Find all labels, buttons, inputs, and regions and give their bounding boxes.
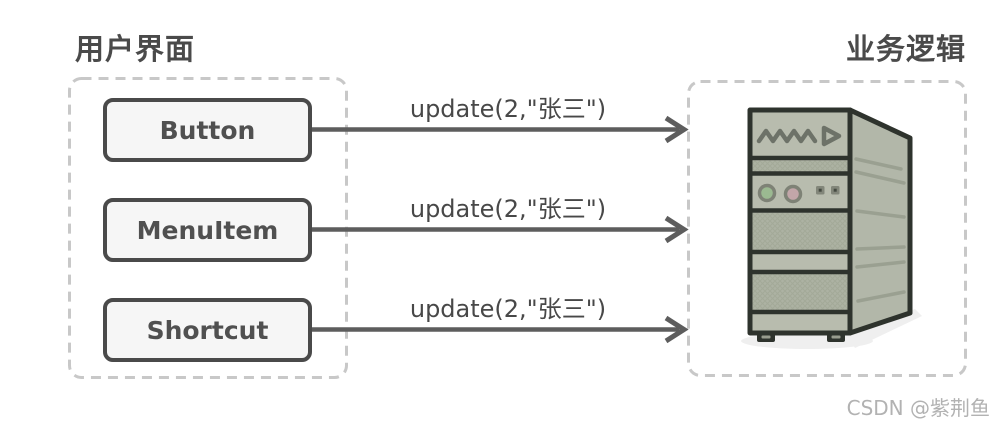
play-triangle-icon xyxy=(821,125,842,147)
arrow-label-update-call: update(2,"张三") xyxy=(409,295,607,323)
server-feet xyxy=(757,332,845,342)
server-switch-buttons xyxy=(816,186,840,195)
ui-panel-title: 用户界面 xyxy=(75,32,196,66)
power-led-green xyxy=(757,183,777,203)
server-vent-strip xyxy=(752,160,848,172)
power-led-pink xyxy=(783,184,803,204)
arrow-button-to-server xyxy=(311,115,689,144)
logic-panel-dashed-border xyxy=(687,80,967,377)
arrow-label-update-call: update(2,"张三") xyxy=(409,195,607,223)
zigzag-signal-icon xyxy=(756,128,818,144)
csdn-watermark: CSDN @紫荆鱼 xyxy=(846,396,990,420)
server-panel-dividers xyxy=(750,155,850,315)
server-drive-bay xyxy=(752,213,848,250)
arrow-head-icon xyxy=(664,315,689,344)
arrow-head-icon xyxy=(664,215,689,244)
logic-panel-title: 业务逻辑 xyxy=(845,32,966,66)
arrow-menuitem-to-server xyxy=(311,215,689,244)
ui-box-menuitem: MenuItem xyxy=(103,198,312,262)
server-tower-icon xyxy=(741,107,922,349)
server-side-vent-lines xyxy=(854,157,906,303)
arrow-label-update-call: update(2,"张三") xyxy=(409,95,607,123)
arrow-head-icon xyxy=(664,115,689,144)
server-drive-bay xyxy=(752,274,848,310)
ui-box-shortcut: Shortcut xyxy=(103,298,312,362)
arrow-shortcut-to-server xyxy=(311,315,689,344)
ui-box-button: Button xyxy=(103,98,312,162)
